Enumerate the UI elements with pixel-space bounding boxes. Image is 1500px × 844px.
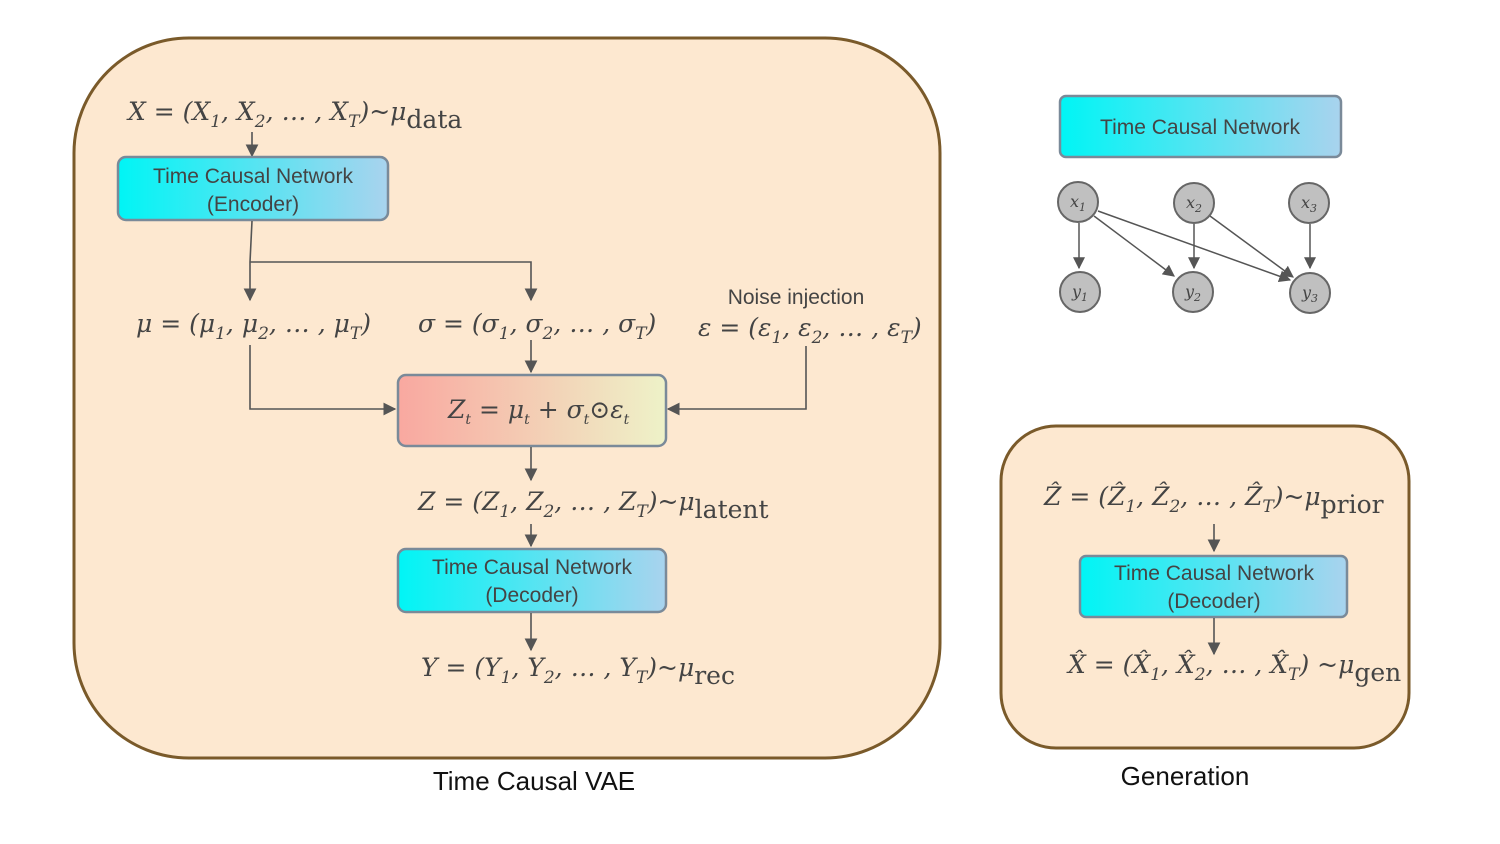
encoder-title: Time Causal Network — [153, 165, 353, 188]
node-y2: y2 — [1172, 271, 1214, 313]
latent-equation: Z = (Z1, Z2, … , ZT)~μlatent — [417, 487, 769, 524]
causal-network-title: Time Causal Network — [1100, 116, 1300, 139]
decoder-subtitle: (Decoder) — [485, 584, 578, 607]
edge-x1-y2 — [1093, 215, 1175, 277]
generation-decoder-box — [1078, 554, 1349, 619]
decoder-title: Time Causal Network — [432, 556, 632, 579]
mu-equation: μ = (μ1, μ2, … , μT) — [136, 309, 371, 344]
svg-text:y1: y1 — [1071, 282, 1088, 304]
arrow-mu-to-reparam — [249, 345, 397, 416]
node-x3: x3 — [1288, 182, 1330, 224]
node-x1: x1 — [1057, 181, 1099, 223]
node-y1: y1 — [1059, 271, 1101, 313]
reparameterization-box — [396, 373, 668, 448]
node-y3: y3 — [1289, 272, 1331, 314]
svg-text:y2: y2 — [1184, 282, 1201, 304]
svg-text:y3: y3 — [1301, 283, 1318, 305]
encoder-subtitle: (Encoder) — [207, 193, 299, 216]
reconstruction-equation: Y = (Y1, Y2, … , YT)~μrec — [421, 653, 735, 690]
arrow-encoder-to-sigma — [250, 261, 538, 302]
prior-equation: Ẑ = (Ẑ1, Ẑ2, … , ẐT)~μprior — [1043, 482, 1384, 519]
vae-caption: Time Causal VAE — [433, 766, 635, 796]
encoder-box — [116, 155, 390, 222]
svg-text:x2: x2 — [1186, 193, 1202, 215]
epsilon-equation: ε = (ε1, ε2, … , εT) — [698, 313, 922, 348]
svg-text:x3: x3 — [1301, 193, 1317, 215]
decoder-box — [396, 547, 668, 614]
input-equation: X = (X1, X2, … , XT)~μdata — [126, 97, 462, 134]
causal-network-box — [1058, 94, 1343, 159]
generation-decoder-title: Time Causal Network — [1114, 562, 1314, 585]
generated-equation: X̂ = (X̂1, X̂2, … , X̂T) ~μgen — [1066, 650, 1401, 687]
svg-text:x1: x1 — [1070, 192, 1086, 214]
arrow-epsilon-to-reparam — [666, 346, 807, 416]
reparameterization-equation: Zt = μt + σt⊙εt — [447, 395, 630, 428]
sigma-equation: σ = (σ1, σ2, … , σT) — [418, 309, 656, 344]
noise-injection-label: Noise injection — [728, 286, 865, 309]
node-x2: x2 — [1173, 182, 1215, 224]
edge-x2-y3 — [1209, 215, 1294, 278]
generation-decoder-subtitle: (Decoder) — [1167, 590, 1260, 613]
generation-caption: Generation — [1121, 761, 1250, 791]
